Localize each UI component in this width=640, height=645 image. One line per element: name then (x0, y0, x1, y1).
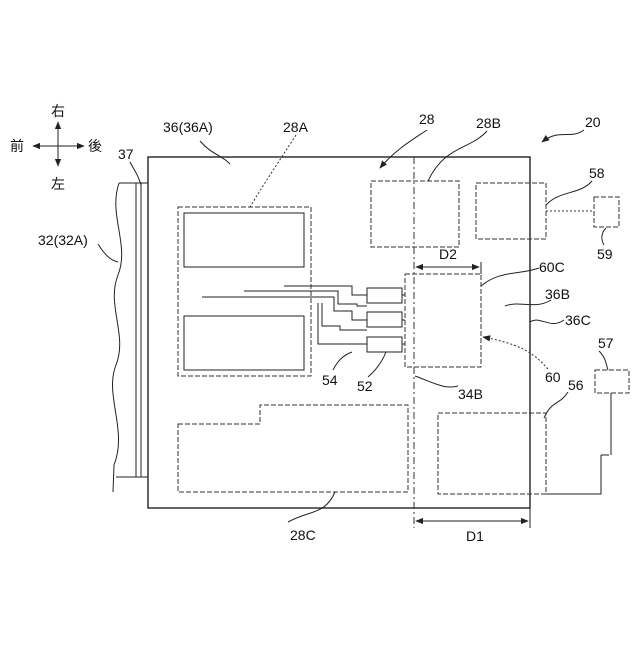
wire-1 (202, 297, 367, 320)
leader-28b (428, 131, 487, 181)
label-58: 58 (589, 165, 605, 181)
wire-4 (318, 303, 367, 344)
label-36b: 36B (545, 286, 570, 302)
label-28b: 28B (476, 115, 501, 131)
wall-32-outer-wave (113, 183, 122, 492)
leader-lines (98, 130, 608, 522)
leader-52 (368, 352, 386, 377)
wall-32 (113, 183, 148, 492)
label-60: 60 (545, 369, 561, 385)
dimension-d1: D1 (416, 508, 530, 544)
box-60 (405, 274, 481, 367)
leader-32 (98, 244, 118, 262)
dimension-d2: D2 (416, 246, 481, 274)
leader-34b (415, 376, 458, 387)
compass-down-label: 左 (51, 177, 65, 193)
compass-left-label: 前 (10, 138, 24, 155)
box-52-2 (367, 312, 402, 327)
leader-37 (130, 162, 141, 185)
box-52-3 (367, 337, 402, 352)
reference-labels: 20 28 28A 28B 28C 36(36A) 36B 36C 37 32(… (38, 111, 614, 543)
leader-58 (546, 181, 592, 205)
label-36: 36(36A) (163, 119, 213, 135)
leader-28a (250, 135, 296, 207)
label-d2: D2 (439, 246, 457, 262)
label-52: 52 (357, 378, 373, 394)
label-34b: 34B (458, 386, 483, 402)
wire-2 (244, 291, 367, 306)
label-54: 54 (322, 372, 338, 388)
label-57: 57 (598, 335, 614, 351)
leader-28c (288, 492, 335, 522)
label-20: 20 (585, 114, 601, 130)
label-59: 59 (597, 246, 613, 262)
housing-36 (148, 157, 530, 508)
label-56: 56 (568, 377, 584, 393)
label-36c: 36C (565, 312, 591, 328)
box-58 (476, 183, 546, 239)
leader-20 (542, 130, 584, 142)
leader-57 (599, 351, 608, 370)
leader-60 (483, 337, 548, 369)
box-59 (594, 197, 619, 227)
label-28: 28 (419, 111, 435, 127)
label-28c: 28C (290, 527, 316, 543)
leader-56 (544, 392, 568, 418)
box-57 (595, 370, 629, 393)
label-d1: D1 (466, 528, 484, 544)
box-28a-upper (184, 213, 304, 267)
label-28a: 28A (283, 119, 309, 135)
leader-59 (602, 228, 606, 245)
label-60c: 60C (539, 259, 565, 275)
label-32: 32(32A) (38, 232, 88, 248)
box-28c (178, 405, 408, 492)
wiring-54 (202, 286, 367, 344)
wire-5 (322, 303, 367, 330)
leader-36c (530, 320, 564, 324)
leader-28 (380, 130, 427, 168)
leader-36 (200, 141, 230, 164)
box-52-1 (367, 288, 402, 303)
label-37: 37 (118, 146, 134, 162)
leader-54 (333, 352, 352, 370)
compass-up-label: 右 (51, 104, 65, 120)
box-28b (371, 181, 459, 247)
direction-compass: 右 左 前 後 (10, 104, 102, 193)
line-56-57 (546, 455, 601, 494)
compass-right-label: 後 (88, 139, 102, 155)
box-28a-lower (184, 316, 304, 370)
